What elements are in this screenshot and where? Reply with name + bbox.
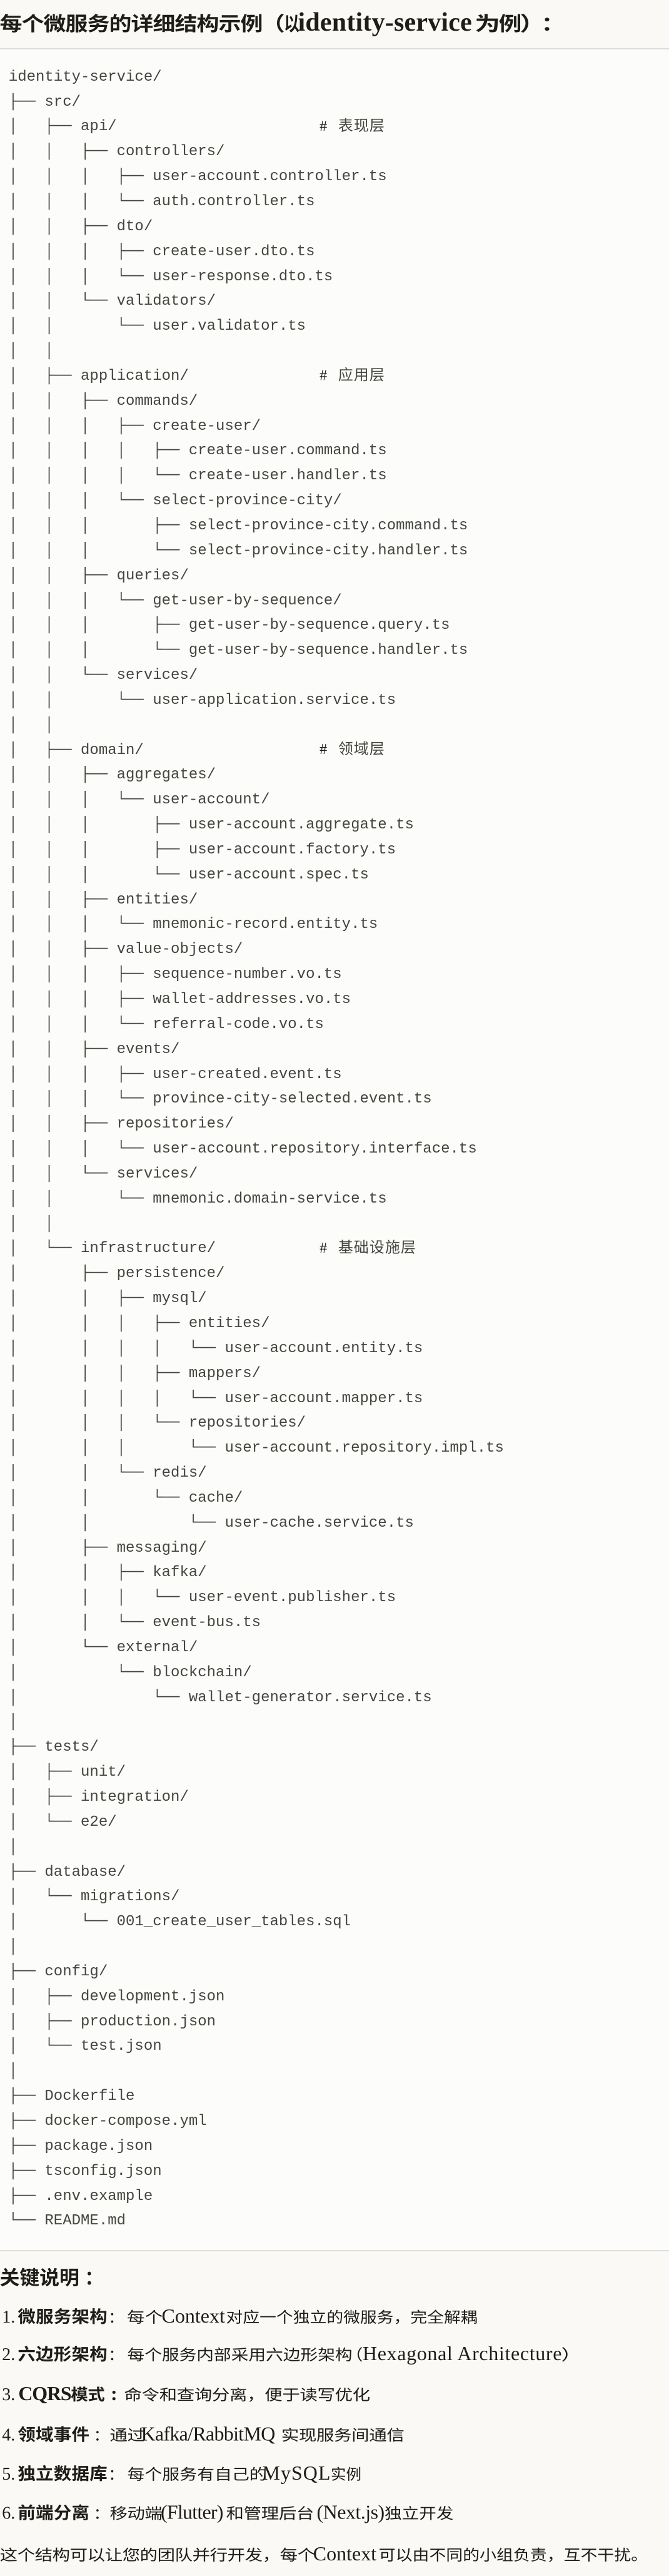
svg-text::: : [95,2423,101,2445]
svg-text:Context: Context [162,2304,225,2327]
svg-text:identity-service: identity-service [298,8,472,37]
svg-text:(Next.js): (Next.js) [317,2501,385,2523]
svg-text:1.: 1. [2,2308,15,2327]
svg-text:MySQL: MySQL [263,2461,331,2484]
svg-text:3.: 3. [2,2385,15,2405]
svg-text:2.: 2. [2,2345,15,2365]
svg-text:CQRS: CQRS [18,2382,71,2405]
svg-text:#: # [319,1240,327,1256]
svg-text::: : [109,2304,115,2327]
svg-text:#: # [319,118,327,135]
svg-text:Hexagonal Architecture: Hexagonal Architecture [363,2342,562,2365]
svg-text:4.: 4. [2,2426,15,2445]
svg-text::: : [109,2342,115,2365]
svg-text:#: # [319,741,327,758]
svg-text:#: # [319,367,327,384]
svg-text:6.: 6. [2,2504,15,2523]
svg-text::: : [111,2382,118,2405]
svg-text:Context: Context [313,2542,376,2565]
svg-text:Kafka/RabbitMQ: Kafka/RabbitMQ [141,2423,276,2445]
svg-text:5.: 5. [2,2465,15,2484]
svg-text::: : [109,2461,115,2484]
svg-text::: : [95,2501,101,2523]
svg-text:(Flutter): (Flutter) [161,2501,223,2523]
